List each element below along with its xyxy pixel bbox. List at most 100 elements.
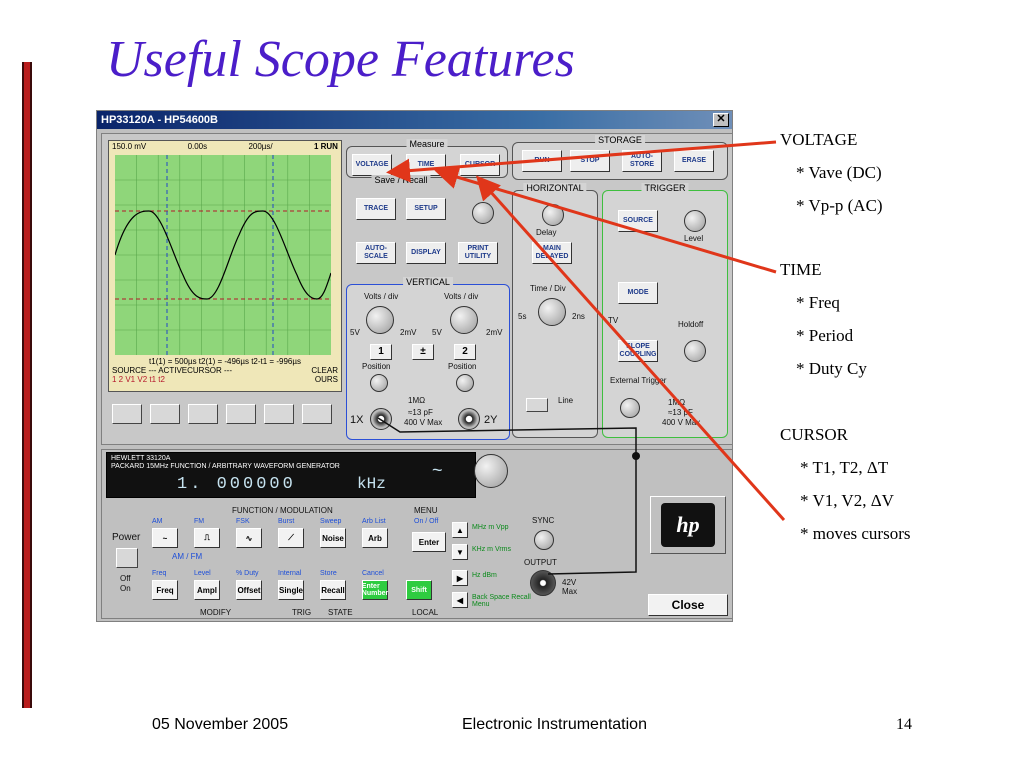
trigger-level-knob[interactable] — [684, 210, 706, 232]
left-arrow-button[interactable]: ◀ — [452, 592, 468, 608]
down-arrow-button[interactable]: ▼ — [452, 544, 468, 560]
ch2-max: 2mV — [486, 328, 503, 337]
ch2-input-connector[interactable] — [458, 408, 480, 430]
softkey-label-source: SOURCE --- ACTIVECURSOR --- — [112, 366, 232, 375]
holdoff-knob[interactable] — [684, 340, 706, 362]
local-label: LOCAL — [412, 608, 439, 617]
ch1-min: 5V — [350, 328, 360, 337]
fgen-modify-label: Level — [194, 570, 211, 577]
softkey-5[interactable] — [264, 404, 294, 424]
fgen-function-label: FSK — [236, 518, 250, 525]
fgen-function-button[interactable]: ⎍ — [194, 528, 220, 548]
vertical-impedance: 1MΩ — [408, 396, 426, 405]
display-button[interactable]: DISPLAY — [406, 242, 446, 264]
delay-knob[interactable] — [542, 204, 564, 226]
trigger-source-button[interactable]: SOURCE — [618, 210, 658, 232]
ch2-button[interactable]: 2 — [454, 344, 476, 360]
ch1-button[interactable]: 1 — [370, 344, 392, 360]
ch2-volts-div-label: Volts / div — [444, 292, 479, 301]
fgen-modify-label: Cancel — [362, 570, 384, 577]
scope-top-readout: 150.0 mV 0.00s 200µs/ 1 RUN — [109, 141, 341, 153]
fgen-function-button[interactable]: Arb — [362, 528, 388, 548]
sync-connector[interactable] — [534, 530, 554, 550]
ch2-volts-div-knob[interactable] — [450, 306, 478, 334]
external-capacitance: ≈13 pF — [668, 408, 693, 417]
power-button[interactable] — [116, 548, 138, 568]
output-connector[interactable] — [530, 570, 556, 596]
unit-hz-label: Hz dBm — [472, 572, 497, 579]
fgen-function-button[interactable]: ∿ — [236, 528, 262, 548]
ch1-input-connector[interactable] — [370, 408, 392, 430]
ch2-position-knob[interactable] — [456, 374, 474, 392]
trace-button[interactable]: TRACE — [356, 198, 396, 220]
time-div-knob[interactable] — [538, 298, 566, 326]
erase-button[interactable]: ERASE — [674, 150, 714, 172]
fgen-function-button[interactable]: ⟋ — [278, 528, 304, 548]
fgen-modify-button[interactable]: Freq — [152, 580, 178, 600]
stop-button[interactable]: STOP — [570, 150, 610, 172]
ch1-position-label: Position — [362, 362, 391, 371]
autoscale-button[interactable]: AUTO-SCALE — [356, 242, 396, 264]
ch1-position-knob[interactable] — [370, 374, 388, 392]
right-arrow-button[interactable]: ▶ — [452, 570, 468, 586]
fgen-modify-button[interactable]: Ampl — [194, 580, 220, 600]
shift-button[interactable]: Shift — [406, 580, 432, 600]
cursor-button[interactable]: CURSOR — [460, 154, 500, 176]
tv-label: TV — [608, 316, 619, 325]
function-generator-panel: HEWLETT 33120A PACKARD 15MHz FUNCTION / … — [101, 449, 733, 619]
print-utility-button[interactable]: PRINT UTILITY — [458, 242, 498, 264]
math-button[interactable]: ± — [412, 344, 434, 360]
save-recall-knob[interactable] — [472, 202, 494, 224]
softkey-4[interactable] — [226, 404, 256, 424]
window-close-button[interactable]: ✕ — [713, 113, 729, 127]
fgen-modify-label: % Duty — [236, 570, 259, 577]
backspace-label: Back Space Recall Menu — [472, 594, 531, 608]
softkey-6[interactable] — [302, 404, 332, 424]
fgen-function-button[interactable]: ~ — [152, 528, 178, 548]
enter-number-button[interactable]: Enter Number — [362, 580, 388, 600]
trigger-level-label: Level — [684, 234, 704, 243]
softkey-2[interactable] — [150, 404, 180, 424]
annotation-cursor: CURSOR — [780, 425, 849, 444]
fgen-modify-button[interactable]: Single — [278, 580, 304, 600]
trigger-mode-button[interactable]: MODE — [618, 282, 658, 304]
external-impedance: 1MΩ — [668, 398, 686, 407]
softkey-1[interactable] — [112, 404, 142, 424]
setup-button[interactable]: SETUP — [406, 198, 446, 220]
footer-title: Electronic Instrumentation — [462, 716, 647, 733]
holdoff-label: Holdoff — [678, 320, 704, 329]
hp-logo: hp — [650, 496, 726, 554]
power-on-label: On — [120, 584, 131, 593]
am-fm-label: AM / FM — [172, 552, 203, 561]
annotation-t1t2: * T1, T2, ΔT — [800, 458, 889, 477]
fgen-modify-button[interactable]: Offset — [236, 580, 262, 600]
up-arrow-button[interactable]: ▲ — [452, 522, 468, 538]
enter-button[interactable]: Enter — [412, 532, 446, 552]
main-delayed-button[interactable]: MAIN DELAYED — [532, 242, 572, 264]
fgen-function-button[interactable]: Noise — [320, 528, 346, 548]
close-button[interactable]: Close — [648, 594, 728, 616]
scope-waveform-grid — [115, 155, 331, 355]
voltage-button[interactable]: VOLTAGE — [352, 154, 392, 176]
ch2-min: 5V — [432, 328, 442, 337]
storage-group-label: STORAGE — [595, 135, 645, 145]
slope-coupling-button[interactable]: SLOPE COUPLING — [618, 340, 658, 362]
fgen-function-label: Sweep — [320, 518, 342, 525]
sync-label: SYNC — [532, 516, 555, 525]
run-button[interactable]: RUN — [522, 150, 562, 172]
ch2-position-label: Position — [448, 362, 477, 371]
fgen-modify-button[interactable]: Recall — [320, 580, 346, 600]
delay-label: Delay — [536, 228, 557, 237]
window-titlebar: HP33120A - HP54600B ✕ — [97, 111, 732, 129]
fgen-main-knob[interactable] — [474, 454, 508, 488]
line-trigger-button[interactable] — [526, 398, 548, 412]
time-div-max: 2ns — [572, 312, 585, 321]
run-readout: 1 RUN — [313, 142, 338, 151]
softkey-3[interactable] — [188, 404, 218, 424]
softkey-label-ours: OURS — [314, 375, 338, 384]
output-label: OUTPUT — [524, 558, 557, 567]
time-button[interactable]: TIME — [406, 154, 446, 176]
external-trigger-connector[interactable] — [620, 398, 640, 418]
ch1-volts-div-knob[interactable] — [366, 306, 394, 334]
autostore-button[interactable]: AUTO-STORE — [622, 150, 662, 172]
